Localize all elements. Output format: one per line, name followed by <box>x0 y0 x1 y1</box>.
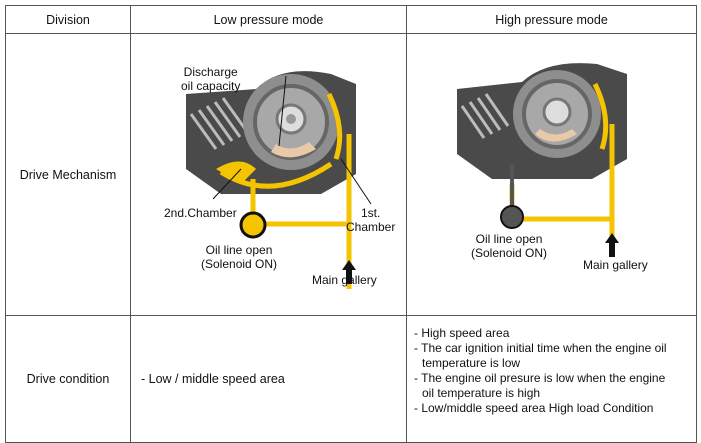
label-main-gallery: Main gallery <box>583 258 648 272</box>
condition-item: - The car ignition initial time when the… <box>414 341 667 370</box>
condition-item: - The engine oil presure is low when the… <box>414 371 666 400</box>
arrow-up-icon <box>342 260 356 284</box>
condition-item: - High speed area <box>414 326 510 340</box>
row-label-drive-condition: Drive condition <box>5 315 131 443</box>
comparison-table: Division Low pressure mode High pressure… <box>5 5 697 443</box>
label-oil-line-open: Oil line open (Solenoid ON) <box>201 243 278 271</box>
label-oil-line-open: Oil line open (Solenoid ON) <box>471 232 548 260</box>
high-pressure-pump-diagram <box>457 63 627 257</box>
condition-item: - Low/middle speed area High load Condit… <box>414 401 654 415</box>
low-pressure-condition: - Low / middle speed area <box>130 315 407 443</box>
row-label-drive-mechanism: Drive Mechanism <box>5 33 131 316</box>
label-1st-chamber: 1st. Chamber <box>346 206 396 234</box>
low-pressure-pump-diagram <box>186 71 372 289</box>
low-pressure-diagram-cell: Discharge oil capacity 2nd.Chamber 1st. … <box>130 33 407 316</box>
high-pressure-diagram-cell: Oil line open (Solenoid ON) Main gallery <box>406 33 697 316</box>
header-division: Division <box>5 5 131 34</box>
header-high-pressure: High pressure mode <box>406 5 697 34</box>
header-low-pressure: Low pressure mode <box>130 5 407 34</box>
label-main-gallery: Main gallery <box>312 273 377 287</box>
label-2nd-chamber: 2nd.Chamber <box>164 206 237 220</box>
solenoid-valve-closed <box>500 205 524 229</box>
label-discharge-oil-capacity: Discharge oil capacity <box>181 65 241 93</box>
solenoid-valve-open <box>239 211 267 239</box>
high-pressure-conditions: - High speed area - The car ignition ini… <box>406 315 697 443</box>
arrow-up-icon <box>605 233 619 257</box>
pump-body <box>457 63 627 179</box>
